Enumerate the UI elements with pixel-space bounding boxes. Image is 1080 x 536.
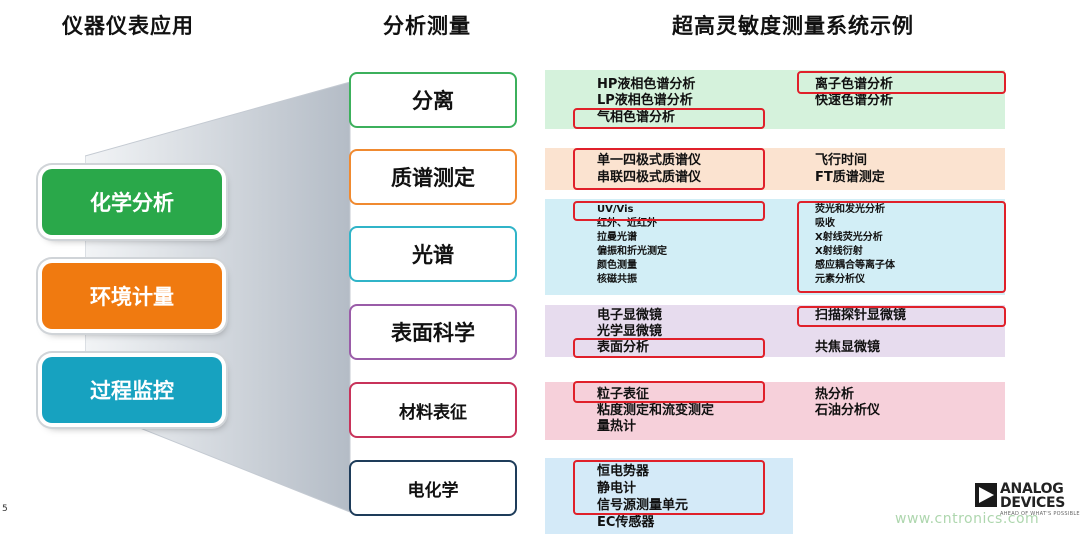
example-item: 气相色谱分析 <box>597 110 676 125</box>
measurement-material-characterization[interactable]: 材料表征 <box>349 382 517 438</box>
watermark: www.cntronics.com <box>895 511 1040 527</box>
measurement-label: 表面科学 <box>391 321 475 345</box>
example-item: 核磁共振 <box>597 274 637 285</box>
measurement-label: 光谱 <box>412 243 454 267</box>
category-environmental-metrology[interactable]: 环境计量 <box>42 263 222 329</box>
category-label: 化学分析 <box>90 191 174 215</box>
highlight-box <box>573 381 765 403</box>
example-item: 吸收 <box>815 218 835 229</box>
example-item: 红外、近红外 <box>597 218 657 229</box>
example-item: 拉曼光谱 <box>597 232 637 243</box>
example-item: 光学显微镜 <box>597 324 663 339</box>
example-item: 静电计 <box>597 481 637 496</box>
band-electrochemistry <box>545 458 793 534</box>
category-chemical-analysis[interactable]: 化学分析 <box>42 169 222 235</box>
header-applications: 仪器仪表应用 <box>62 14 194 38</box>
example-item: UV/Vis <box>597 204 634 215</box>
band-spectroscopy <box>545 199 1005 295</box>
example-item: 量热计 <box>597 419 637 434</box>
example-item: 颜色测量 <box>597 260 637 271</box>
example-item: 偏振和折光测定 <box>597 246 667 257</box>
example-item: 热分析 <box>815 387 855 402</box>
header-examples: 超高灵敏度测量系统示例 <box>672 14 914 38</box>
band-material-characterization <box>545 382 1005 440</box>
example-item: 恒电势器 <box>597 464 650 479</box>
measurement-label: 质谱测定 <box>391 166 475 190</box>
category-process-monitoring[interactable]: 过程监控 <box>42 357 222 423</box>
highlight-box <box>573 460 765 515</box>
measurement-separation[interactable]: 分离 <box>349 72 517 128</box>
example-item: FT质谱测定 <box>815 170 885 185</box>
example-item: 荧光和发光分析 <box>815 204 885 215</box>
logo-line2: DEVICES <box>1000 495 1066 511</box>
example-item: 共焦显微镜 <box>815 340 881 355</box>
example-item: 信号源测量单元 <box>597 498 689 513</box>
example-item: 电子显微镜 <box>597 308 663 323</box>
example-item: 单一四极式质谱仪 <box>597 153 702 168</box>
example-item: 扫描探针显微镜 <box>815 308 907 323</box>
measurement-label: 材料表征 <box>399 402 467 423</box>
example-item: 串联四极式质谱仪 <box>597 170 702 185</box>
page-number: 5 <box>2 504 8 514</box>
measurement-label: 电化学 <box>407 480 459 501</box>
band-mass-spectrometry <box>545 148 1005 190</box>
highlight-box <box>573 338 765 358</box>
example-item: LP液相色谱分析 <box>597 93 693 108</box>
example-item: 元素分析仪 <box>815 274 865 285</box>
analog-devices-logo-icon <box>975 483 997 507</box>
measurement-mass-spectrometry[interactable]: 质谱测定 <box>349 149 517 205</box>
category-label: 过程监控 <box>90 379 174 403</box>
band-surface-science <box>545 305 1005 357</box>
example-item: 粒子表征 <box>597 387 650 402</box>
logo-line1: ANALOG <box>1000 481 1064 497</box>
example-item: 石油分析仪 <box>815 403 881 418</box>
example-item: 粘度测定和流变测定 <box>597 403 715 418</box>
header-analysis: 分析测量 <box>383 14 471 38</box>
logo-text: ANALOG DEVICES <box>1000 482 1065 510</box>
measurement-label: 分离 <box>412 89 454 113</box>
highlight-box <box>573 108 765 129</box>
example-item: X射线荧光分析 <box>815 232 883 243</box>
example-item: 离子色谱分析 <box>815 77 894 92</box>
measurement-spectroscopy[interactable]: 光谱 <box>349 226 517 282</box>
example-item: 感应耦合等离子体 <box>815 260 895 271</box>
logo-tagline: AHEAD OF WHAT'S POSSIBLE <box>1000 511 1080 517</box>
highlight-box <box>797 306 1006 327</box>
example-item: EC传感器 <box>597 515 655 530</box>
highlight-box <box>797 71 1006 94</box>
example-item: HP液相色谱分析 <box>597 77 696 92</box>
measurement-surface-science[interactable]: 表面科学 <box>349 304 517 360</box>
highlight-box <box>797 201 1006 293</box>
example-item: X射线衍射 <box>815 246 863 257</box>
example-item: 表面分析 <box>597 340 650 355</box>
highlight-box <box>573 201 765 221</box>
example-item: 快速色谱分析 <box>815 93 894 108</box>
category-label: 环境计量 <box>90 285 174 309</box>
band-separation <box>545 70 1005 129</box>
example-item: 飞行时间 <box>815 153 868 168</box>
highlight-box <box>573 148 765 190</box>
measurement-electrochemistry[interactable]: 电化学 <box>349 460 517 516</box>
